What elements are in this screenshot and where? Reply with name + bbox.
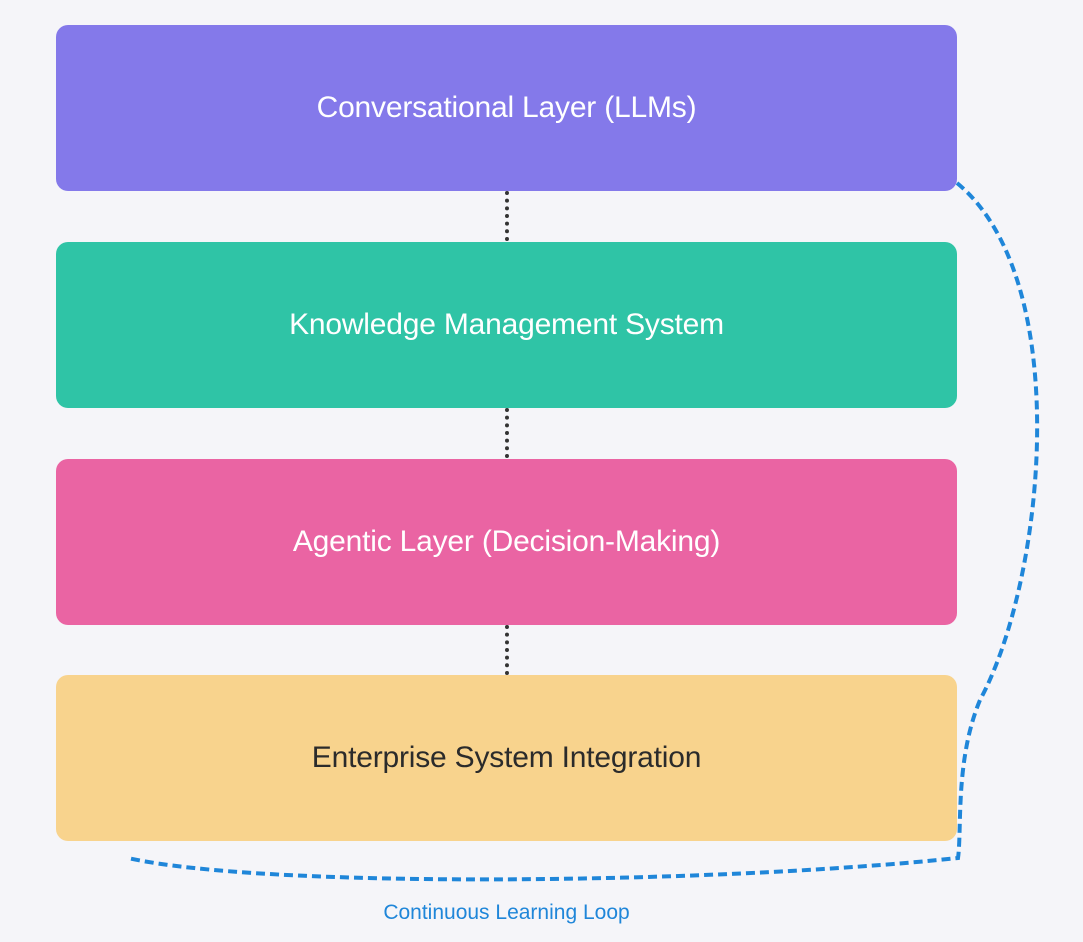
conversational-layer-label: Conversational Layer (LLMs) <box>316 91 697 124</box>
connector-agentic-to-enterprise <box>505 625 509 675</box>
enterprise-integration-box: Enterprise System Integration <box>56 675 957 841</box>
knowledge-management-label: Knowledge Management System <box>289 308 724 341</box>
agentic-layer-box: Agentic Layer (Decision-Making) <box>56 459 957 625</box>
learning-loop-path <box>127 181 1040 882</box>
conversational-layer-box: Conversational Layer (LLMs) <box>56 25 957 191</box>
knowledge-management-box: Knowledge Management System <box>56 242 957 408</box>
connector-conversational-to-knowledge <box>505 191 509 241</box>
connector-knowledge-to-agentic <box>505 408 509 458</box>
enterprise-integration-label: Enterprise System Integration <box>311 741 702 774</box>
learning-loop-label: Continuous Learning Loop <box>383 901 630 924</box>
agentic-layer-label: Agentic Layer (Decision-Making) <box>292 525 721 558</box>
